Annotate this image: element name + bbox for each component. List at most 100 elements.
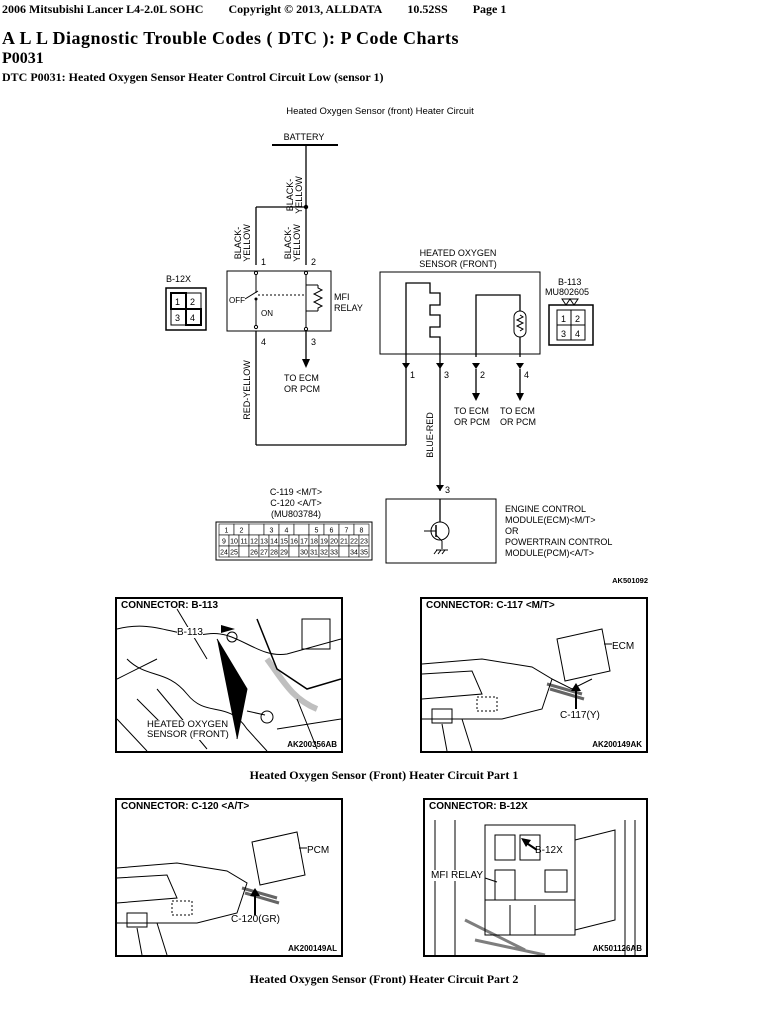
to-ecm-2: OR PCM	[284, 384, 320, 394]
connector-cell-label: 22	[350, 538, 358, 545]
dtc-code: P0031	[2, 50, 44, 67]
photo-label: CONNECTOR: B-12X	[429, 801, 528, 812]
b12x-label: B-12X	[166, 274, 191, 284]
b12x-callout: B-12X	[535, 845, 563, 856]
connector-cell	[248, 523, 265, 536]
mfi-relay-callout: MFI RELAY	[431, 870, 484, 881]
connector-cell-label: 28	[270, 549, 278, 556]
connector-cell	[338, 545, 350, 558]
pin-label: 4	[261, 337, 266, 347]
pcm-callout: PCM	[307, 845, 330, 856]
sensor-label-2: SENSOR (FRONT)	[419, 259, 497, 269]
connector-cell-label: 24	[220, 549, 228, 556]
sensor-pin: 2	[480, 370, 485, 380]
wire-label-bw1b: YELLOW	[294, 176, 304, 214]
page-header: 2006 Mitsubishi Lancer L4-2.0L SOHC Copy…	[2, 2, 762, 17]
heated-oxygen-sensor-box	[379, 271, 541, 355]
to-ecm-1: TO ECM	[500, 406, 535, 416]
ecm-callout: ECM	[612, 641, 635, 652]
connector-cell-label: 20	[330, 538, 338, 545]
b113-pin: 3	[561, 329, 566, 339]
photo-label: CONNECTOR: C-120 <A/T>	[121, 801, 250, 812]
sensor-pin: 3	[444, 370, 449, 380]
sensor-callout-1: HEATED OXYGEN	[147, 719, 229, 730]
photo-connector-b12x: CONNECTOR: B-12X B-12X MFI RELAY AK50112…	[423, 798, 648, 957]
sensor-pin: 1	[410, 370, 415, 380]
connector-cell	[288, 545, 300, 558]
relay-label-1: MFI	[334, 292, 350, 302]
b12x-pin: 4	[190, 313, 195, 323]
header-page: Page 1	[472, 2, 507, 16]
connector-cell-label: 9	[222, 538, 226, 545]
connector-cell-label: 5	[315, 527, 319, 534]
photo-id: AK200149AK	[592, 740, 642, 749]
ecm-label-2: MODULE(ECM)<M/T>	[505, 515, 596, 525]
connector-cell-label: 12	[250, 538, 258, 545]
connector-cell-label: 35	[360, 549, 368, 556]
relay-label-2: RELAY	[334, 303, 363, 313]
connector-cell-label: 11	[240, 538, 247, 545]
photo-connector-b113: CONNECTOR: B-113 B-113 HEATED OXYGEN SEN…	[115, 597, 343, 753]
wiring-diagram: Heated Oxygen Sensor (front) Heater Circ…	[165, 106, 648, 585]
photo-connector-c117: CONNECTOR: C-117 <M/T> ECM C-117(Y) AK20…	[420, 597, 648, 753]
sensor-pin: 4	[524, 370, 529, 380]
sensor-callout-2: SENSOR (FRONT)	[147, 729, 229, 740]
connector-cell-label: 33	[330, 549, 338, 556]
connector-cell	[293, 523, 310, 536]
connector-cell-label: 1	[225, 527, 229, 534]
b12x-pin: 3	[175, 313, 180, 323]
wire-label-bw1a: BLACK-	[285, 179, 295, 212]
callout-b113: B-113	[177, 627, 203, 638]
connector-cell-label: 3	[270, 527, 274, 534]
b113-pin: 2	[575, 314, 580, 324]
connector-cell-label: 13	[260, 538, 268, 545]
ecm-label-5: MODULE(PCM)<A/T>	[505, 548, 594, 558]
ecm-box	[385, 498, 497, 564]
photo-id: AK501126AB	[592, 944, 642, 953]
relay-off-label: OFF	[229, 296, 245, 305]
caption-part2: Heated Oxygen Sensor (Front) Heater Circ…	[249, 972, 519, 986]
wire-label-bw2a: BLACK-	[233, 227, 243, 260]
connector-cell-label: 19	[320, 538, 328, 545]
battery-label: BATTERY	[284, 132, 325, 142]
connector-cell-label: 29	[280, 549, 288, 556]
connector-cell-label: 7	[345, 527, 349, 534]
photo-id: AK200356AB	[287, 740, 337, 749]
photo-connector-c120: CONNECTOR: C-120 <A/T> PCM C-120(GR) AK2…	[115, 798, 343, 957]
sensor-label-1: HEATED OXYGEN	[420, 248, 497, 258]
connector-cell-label: 27	[260, 549, 268, 556]
wire-label-bw3a: BLACK-	[283, 227, 293, 260]
to-ecm-2: OR PCM	[500, 417, 536, 427]
pin-label: 3	[311, 337, 316, 347]
connector-cell-label: 2	[240, 527, 244, 534]
header-vehicle: 2006 Mitsubishi Lancer L4-2.0L SOHC	[2, 2, 204, 16]
connector-cell	[238, 545, 250, 558]
c117-callout: C-117(Y)	[560, 710, 600, 721]
wire-label-red-yellow: RED-YELLOW	[242, 360, 252, 420]
c120-callout: C-120(GR)	[231, 914, 280, 925]
b113-pin: 4	[575, 329, 580, 339]
dashboard-illustration	[422, 628, 612, 751]
connector-cell-label: 26	[250, 549, 258, 556]
wire-label-blue-red: BLUE-RED	[425, 412, 435, 458]
connector-cell-label: 30	[300, 549, 308, 556]
connector-cell-label: 32	[320, 549, 328, 556]
connector-cell-label: 4	[285, 527, 289, 534]
photo-label: CONNECTOR: C-117 <M/T>	[426, 600, 555, 611]
c120-label: C-120 <A/T>	[270, 498, 322, 508]
header-version: 10.52SS	[407, 2, 448, 16]
ecm-pin: 3	[445, 485, 450, 495]
dtc-description: DTC P0031: Heated Oxygen Sensor Heater C…	[2, 70, 384, 84]
to-ecm-2: OR PCM	[454, 417, 490, 427]
photo-id: AK200149AL	[288, 944, 337, 953]
header-copyright: Copyright © 2013, ALLDATA	[228, 2, 383, 16]
c-part-label: (MU803784)	[271, 509, 321, 519]
sensor-callout: HEATED OXYGEN SENSOR (FRONT)	[147, 720, 229, 740]
relay-on-label: ON	[261, 309, 273, 318]
caption-part1: Heated Oxygen Sensor (Front) Heater Circ…	[249, 768, 519, 782]
mfi-relay-box	[226, 270, 332, 332]
connector-cell-label: 15	[280, 538, 288, 545]
connector-cell-label: 21	[340, 538, 348, 545]
b113-pin: 1	[561, 314, 566, 324]
